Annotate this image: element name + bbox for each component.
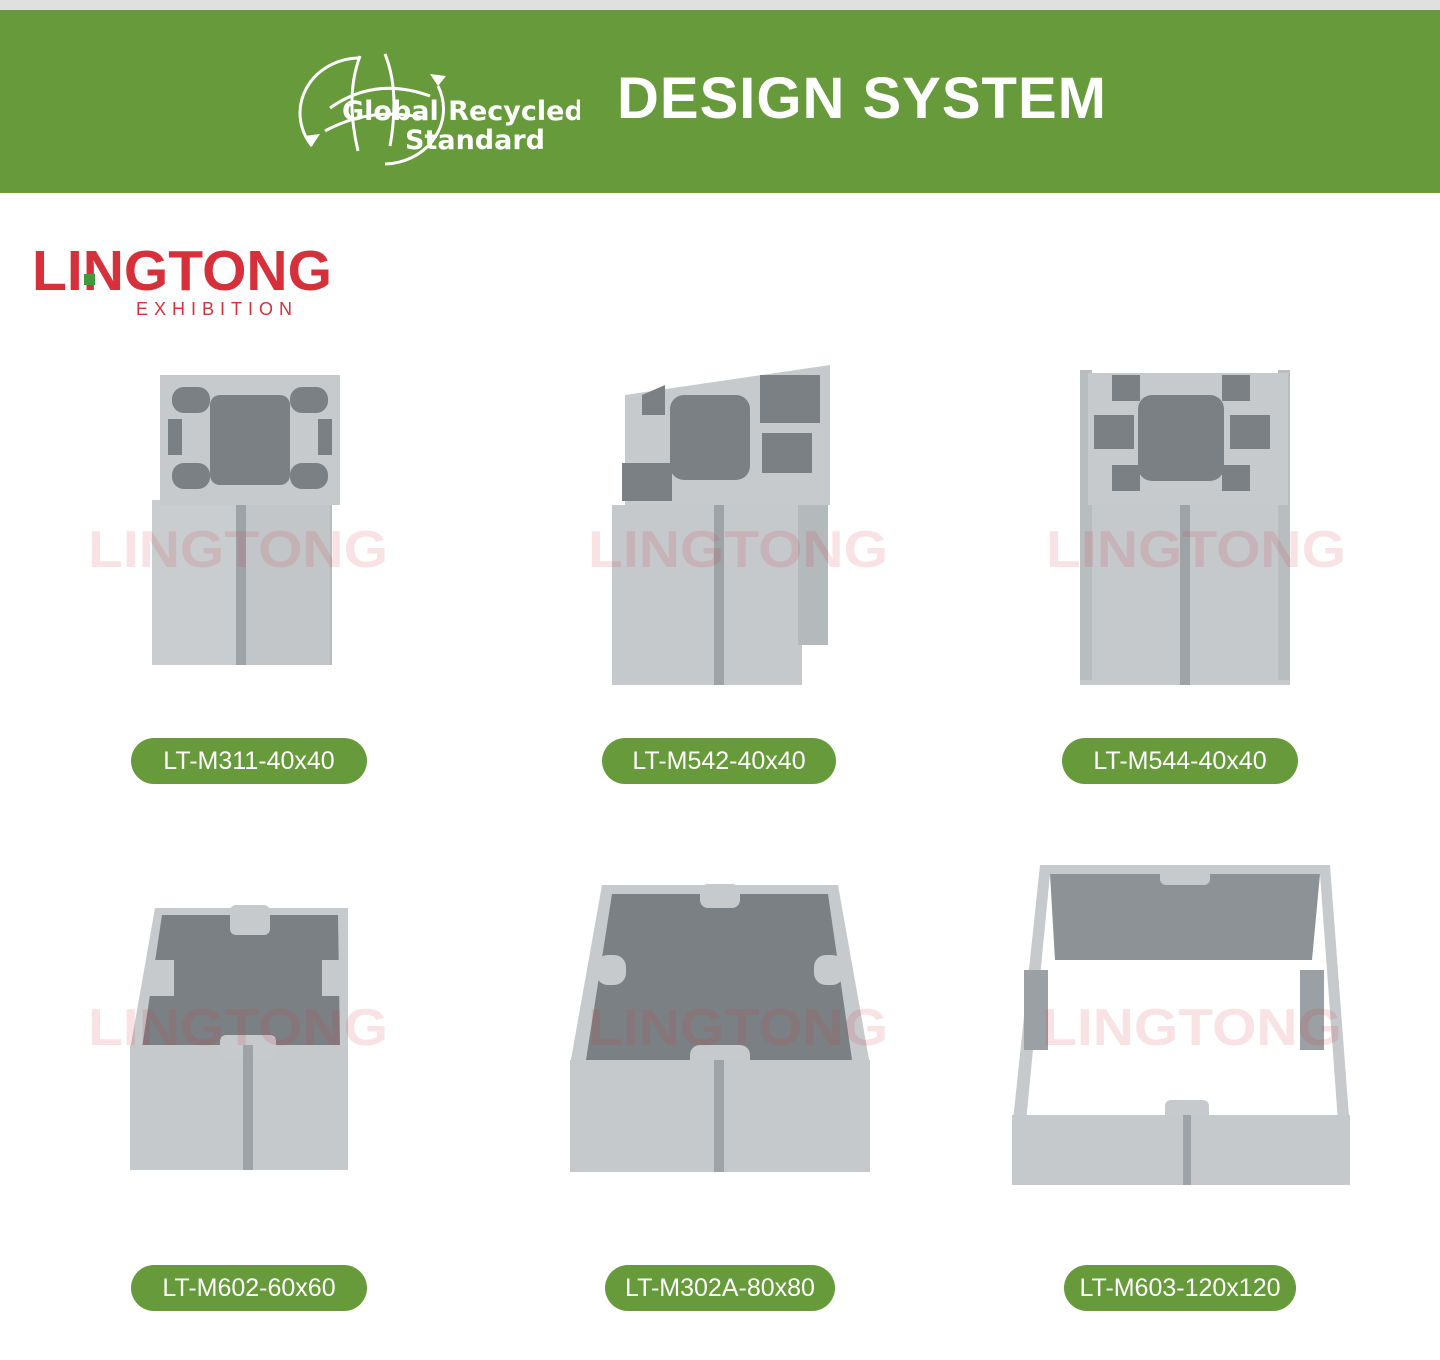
top-divider [0, 0, 1440, 10]
product-card-m603[interactable]: LINGTONG LT-M603-120x120 [1000, 860, 1440, 1320]
logo-text-line1: Global Recycled [342, 96, 580, 127]
product-label-m602: LT-M602-60x60 [131, 1265, 367, 1311]
profile-m302a-image: LINGTONG [570, 884, 888, 1172]
logo-text-line2: Standard [405, 125, 545, 156]
profile-m602-image: LINGTONG [88, 905, 388, 1170]
product-label-m542: LT-M542-40x40 [602, 738, 836, 784]
brand-name: LINGTONG [32, 240, 332, 303]
product-card-m602[interactable]: LINGTONG LT-M602-60x60 [30, 860, 470, 1320]
profile-m603-image: LINGTONG [1012, 865, 1350, 1185]
global-recycled-standard-logo: Global Recycled Standard [298, 53, 580, 166]
lingtong-logo: LINGTONG EXHIBITION [32, 240, 332, 319]
page-title: DESIGN SYSTEM [617, 66, 1107, 131]
watermark-text: LINGTONG [588, 521, 888, 579]
watermark-text: LINGTONG [88, 999, 388, 1057]
watermark-text: LINGTONG [588, 999, 888, 1057]
profile-m311-image: LINGTONG [88, 375, 388, 665]
product-card-m542[interactable]: LINGTONG LT-M542-40x40 [500, 355, 940, 795]
watermark-text: LINGTONG [88, 521, 388, 579]
profile-m544-image: LINGTONG [1046, 370, 1346, 685]
product-card-m302a[interactable]: LINGTONG LT-M302A-80x80 [500, 860, 940, 1320]
watermark-text: LINGTONG [1046, 521, 1346, 579]
product-label-m603: LT-M603-120x120 [1064, 1265, 1296, 1311]
product-card-m311[interactable]: LINGTONG LT-M311-40x40 [30, 355, 470, 795]
product-card-m544[interactable]: LINGTONG LT-M544-40x40 [960, 355, 1400, 795]
product-label-m544: LT-M544-40x40 [1062, 738, 1298, 784]
product-label-m311: LT-M311-40x40 [131, 738, 367, 784]
profile-m542-image: LINGTONG [588, 365, 888, 685]
product-label-m302a: LT-M302A-80x80 [605, 1265, 835, 1311]
brand-subtitle: EXHIBITION [136, 299, 298, 319]
header-banner: Global Recycled Standard DESIGN SYSTEM [0, 10, 1440, 193]
watermark-text: LINGTONG [1042, 999, 1342, 1057]
